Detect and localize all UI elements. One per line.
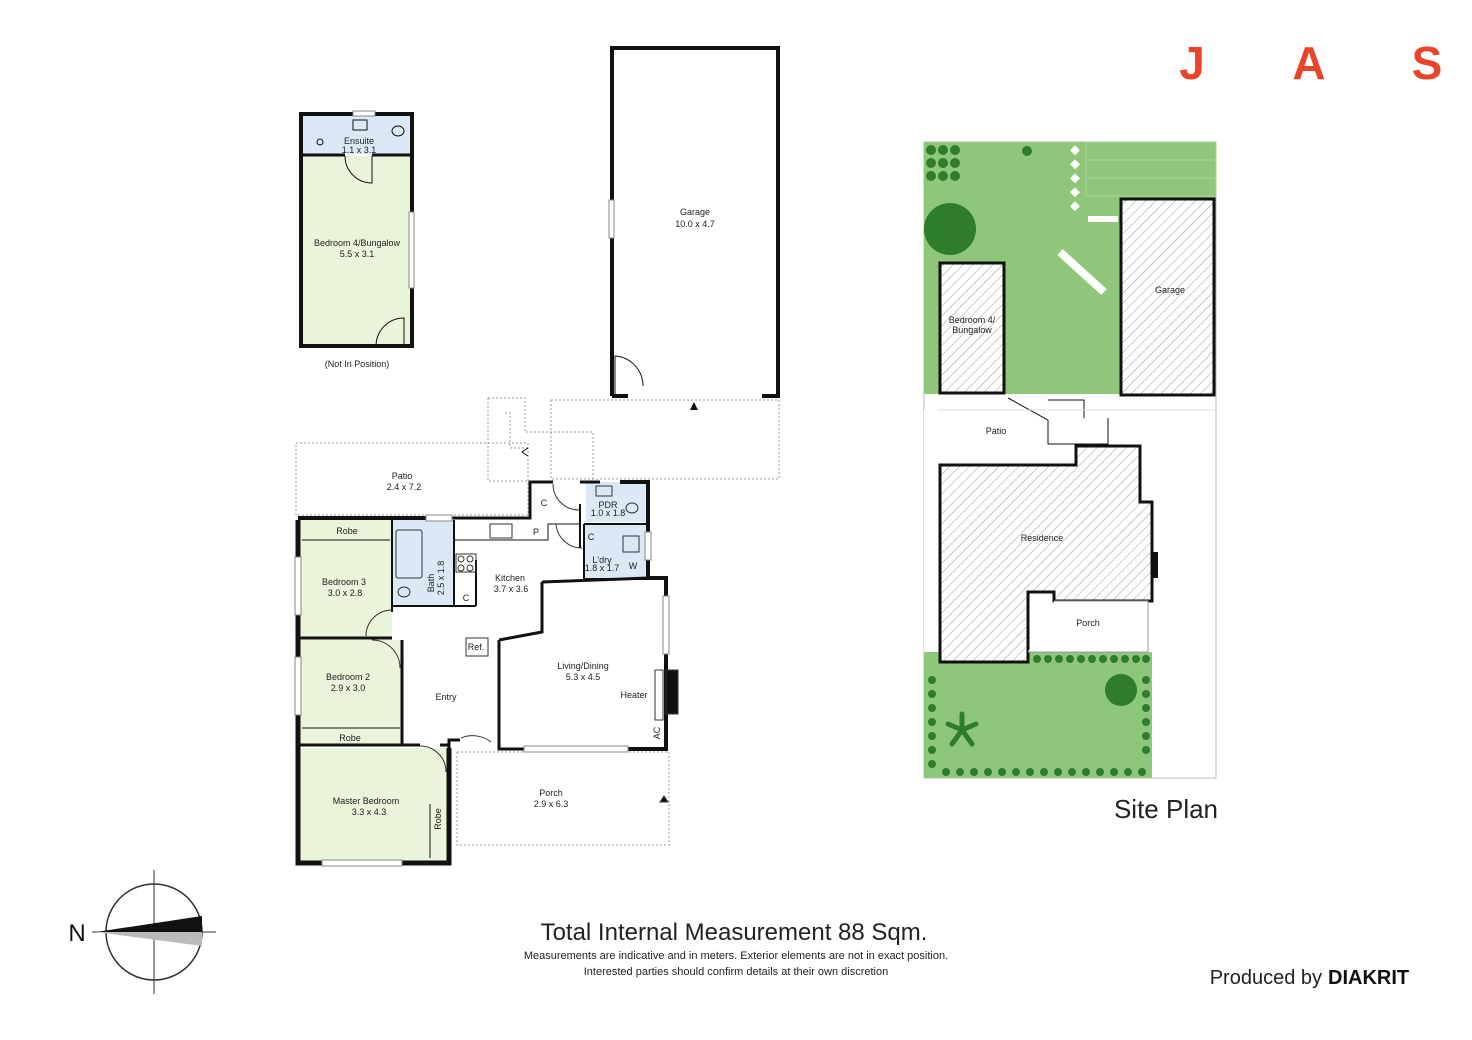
garage-dims: 10.0 x 4.7 xyxy=(675,219,715,229)
site-porch xyxy=(1028,600,1149,653)
patio-dims: 2.4 x 7.2 xyxy=(387,482,422,492)
garage-walls xyxy=(610,46,780,398)
palm-plant xyxy=(945,711,979,747)
kitchen-dims: 3.7 x 3.6 xyxy=(494,584,529,594)
site-patio-label: Patio xyxy=(986,426,1007,436)
kitchen-sink xyxy=(489,523,513,539)
laundry-name: L'dry xyxy=(592,555,612,565)
producer-prefix: Produced by xyxy=(1210,967,1322,989)
site-garage-label: Garage xyxy=(1155,285,1185,295)
ensuite-dims: 1.1 x 3.1 xyxy=(342,145,377,155)
bungalow-bedroom-dims: 5.5 x 3.1 xyxy=(340,249,375,259)
footer: Total Internal Measurement 88 Sqm. Measu… xyxy=(524,919,948,978)
robe-master-label: Robe xyxy=(433,808,443,830)
fixtures xyxy=(365,483,679,803)
robe-top-label: Robe xyxy=(336,526,358,536)
bath-dims: 2.5 x 1.8 xyxy=(436,561,446,596)
compass: N xyxy=(68,870,216,994)
windows xyxy=(294,514,670,867)
pdr-name: PDR xyxy=(598,500,618,510)
ensuite-name: Ensuite xyxy=(344,136,374,146)
bathtub xyxy=(395,529,423,579)
north-arrow xyxy=(96,916,202,932)
front-lawn xyxy=(924,652,1152,778)
closet-kitchen-label: C xyxy=(463,593,470,603)
bedroom3-name: Bedroom 3 xyxy=(322,577,366,587)
patio-name: Patio xyxy=(392,471,413,481)
stepping-stones xyxy=(1070,145,1080,212)
site-bungalow xyxy=(938,261,1006,395)
bungalow-bedroom-name: Bedroom 4/Bungalow xyxy=(314,238,401,248)
laundry-tub xyxy=(622,535,640,553)
total-measurement: Total Internal Measurement 88 Sqm. xyxy=(541,919,928,946)
pdr-dims: 1.0 x 1.8 xyxy=(591,508,626,518)
site-garage xyxy=(1119,197,1216,397)
site-plan-title: Site Plan xyxy=(1114,794,1218,824)
ensuite-toilet xyxy=(391,125,405,137)
bungalow-bedroom-floor xyxy=(301,156,412,346)
bedroom2-name: Bedroom 2 xyxy=(326,672,370,682)
closet-hall-label: C xyxy=(541,498,548,508)
pdr-basin xyxy=(595,485,613,497)
pdr-toilet xyxy=(625,502,639,514)
disclaimer-line2: Interested parties should confirm detail… xyxy=(584,966,889,978)
shrubs xyxy=(924,145,1137,706)
master-name: Master Bedroom xyxy=(333,796,400,806)
tree-back xyxy=(924,203,976,255)
living-name: Living/Dining xyxy=(557,661,609,671)
site-bungalow-line2: Bungalow xyxy=(952,325,992,335)
pantry-label: P xyxy=(533,527,539,537)
heater xyxy=(654,669,664,721)
site-porch-label: Porch xyxy=(1076,618,1100,628)
entry-label: Entry xyxy=(435,692,457,702)
kitchen-name: Kitchen xyxy=(495,573,525,583)
brand-letter-a: A xyxy=(1292,37,1325,89)
room-labels: Robe Bedroom 3 3.0 x 2.8 Bath 2.5 x 1.8 … xyxy=(322,471,662,830)
hedge-row xyxy=(928,655,1150,776)
ensuite-vanity xyxy=(352,119,368,131)
site-residence xyxy=(938,444,1154,664)
brand-letter-s: S xyxy=(1412,37,1443,89)
laundry-dims: 1.8 x 1.7 xyxy=(585,563,620,573)
ac-label: AC xyxy=(652,726,662,739)
heater-label: Heater xyxy=(620,690,647,700)
brand-letter-j: J xyxy=(1179,37,1205,89)
producer-brand: DIAKRIT xyxy=(1328,967,1409,989)
master-dims: 3.3 x 4.3 xyxy=(352,807,387,817)
brand-logo: J A S xyxy=(1179,37,1442,89)
site-plan: Bedroom 4/ Bungalow Garage Patio Residen… xyxy=(923,141,1218,824)
washer-label: W xyxy=(629,561,638,571)
tree-front xyxy=(1105,674,1137,706)
bath-name: Bath xyxy=(426,574,436,593)
bungalow-note: (Not In Position) xyxy=(325,359,390,369)
bath-toilet xyxy=(397,586,411,598)
site-bungalow-line1: Bedroom 4/ xyxy=(949,315,996,325)
bedroom2-dims: 2.9 x 3.0 xyxy=(331,683,366,693)
porch-dims: 2.9 x 6.3 xyxy=(534,799,569,809)
producer-credit: Produced by DIAKRIT xyxy=(1210,967,1409,989)
robe-mid-label: Robe xyxy=(339,733,361,743)
north-label: N xyxy=(68,920,85,947)
closet-laundry-label: C xyxy=(588,532,595,542)
cooktop xyxy=(455,553,477,573)
site-residence-label: Residence xyxy=(1021,533,1064,543)
refrigerator xyxy=(465,637,489,657)
living-dims: 5.3 x 4.5 xyxy=(566,672,601,682)
garage-plan: Garage 10.0 x 4.7 xyxy=(608,46,780,410)
bungalow-plan: Ensuite 1.1 x 3.1 Bedroom 4/Bungalow 5.5… xyxy=(299,110,415,369)
disclaimer-line1: Measurements are indicative and in meter… xyxy=(524,950,948,962)
porch-name: Porch xyxy=(539,788,563,798)
bedroom3-dims: 3.0 x 2.8 xyxy=(328,588,363,598)
ref-label: Ref. xyxy=(468,642,485,652)
garage-name: Garage xyxy=(680,207,710,217)
